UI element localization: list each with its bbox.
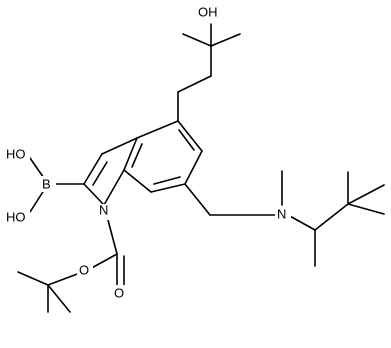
atom-o-ester: O <box>79 262 89 277</box>
bonds <box>17 23 385 313</box>
bond-c6-c7 <box>150 183 186 193</box>
bond-cq-methyl-left <box>182 33 212 47</box>
atom-o-carbonyl: O <box>114 285 124 300</box>
bond-c3a-c4 <box>136 120 179 139</box>
bond-c3-c2-inner <box>92 161 108 186</box>
bond-cq-methyl-right <box>210 33 241 47</box>
bond-ctbu-me-right <box>47 284 71 313</box>
atom-n-amine: N <box>277 206 286 221</box>
bond-c7a-c3a-inner <box>131 143 143 168</box>
bond-c2-n1 <box>83 183 105 206</box>
bond-c6-c7-inner <box>153 176 181 185</box>
bond-c4-c5-inner <box>178 129 195 151</box>
bond-c3a-c3 <box>101 137 138 155</box>
bond-c7-c7a <box>123 169 152 193</box>
bond-c7a-c3a <box>123 137 138 171</box>
bond-ch-cq <box>314 203 349 231</box>
atom-boron: B <box>42 176 51 191</box>
bond-namine-ch <box>287 214 316 231</box>
bond-c5-c6 <box>184 150 203 185</box>
bond-n1-c7a <box>103 169 125 206</box>
atom-ho-boron-lower: HO <box>6 209 26 224</box>
atom-n-indole: N <box>99 202 108 217</box>
bond-c4-c5 <box>177 120 203 152</box>
bond-ctbu-me-left <box>17 271 49 286</box>
atom-labels: OH B HO HO N N O O <box>6 4 291 301</box>
bond-ch2-ch2 <box>177 75 212 93</box>
bond-cq2-me-down <box>347 203 385 215</box>
atom-ho-boron-upper: HO <box>6 146 26 161</box>
bond-c3-c2 <box>83 153 103 185</box>
atom-oh-top: OH <box>198 4 218 19</box>
bond-c6-ch2 <box>184 183 211 216</box>
bond-cq2-me-right <box>347 184 385 205</box>
